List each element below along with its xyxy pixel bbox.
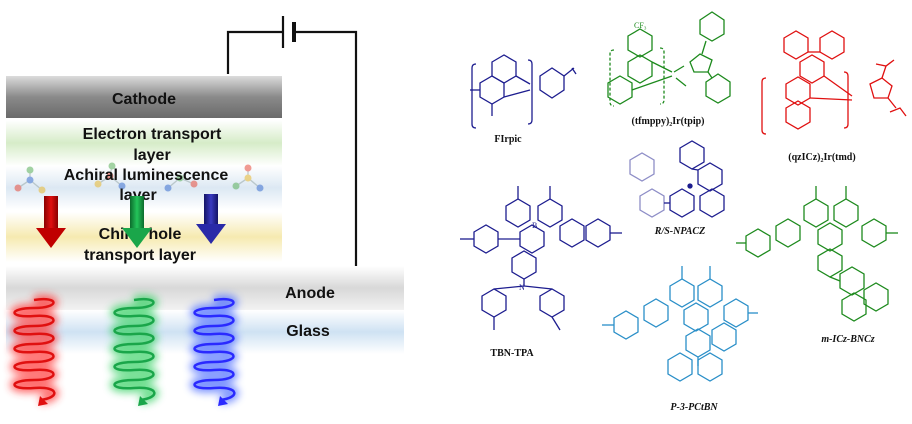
cathode-layer <box>6 76 282 118</box>
blue-helix-icon <box>190 294 239 406</box>
luminescence-label-2: layer <box>119 187 156 204</box>
tbn-tpa-n-label: N <box>519 283 525 292</box>
firpic-caption: FIrpic <box>494 134 522 145</box>
electron-transport-label-2: layer <box>133 147 170 164</box>
red-emission-arrow <box>36 196 66 248</box>
luminescence-label-1: Achiral luminescence <box>64 167 229 184</box>
hole-transport-label-2: transport layer <box>84 247 196 264</box>
cathode-label: Cathode <box>112 91 176 108</box>
molecule-dots-decoration <box>14 162 264 194</box>
qzicz-ir-caption: (qzICz)₂Ir(tmd) <box>788 152 855 163</box>
p-pcibn-caption: P-3-PCtBN <box>670 402 718 413</box>
blue-emission-arrow <box>196 194 226 244</box>
p-pcibn-structure <box>602 266 758 382</box>
tbn-tpa-caption: TBN-TPA <box>490 348 534 359</box>
tbn-tpa-b-label: B <box>532 221 537 230</box>
tfmppy-cf3-label: CF₃ <box>634 21 647 30</box>
red-helix-icon <box>10 294 59 406</box>
tfmppy-ir-caption: (tfmppy)₂Ir(tpip) <box>632 116 705 127</box>
green-helix-icon <box>110 294 159 406</box>
firpic-structure <box>470 54 577 129</box>
micz-bncz-caption: m-ICz-BNCz <box>821 334 874 345</box>
circuit-wire <box>226 30 358 272</box>
rs-npacz-caption: R/S-NPACZ <box>654 226 705 237</box>
glass-label: Glass <box>286 323 330 340</box>
electron-transport-layer <box>6 120 282 166</box>
anode-label: Anode <box>285 285 335 302</box>
qzicz-ir-structure <box>761 30 907 135</box>
micz-bncz-structure <box>736 186 898 322</box>
tbn-tpa-structure <box>460 186 622 331</box>
rs-npacz-structure <box>629 140 725 218</box>
battery-icon <box>281 16 296 48</box>
tfmppy-ir-structure <box>607 11 731 107</box>
anode-layer <box>6 266 404 310</box>
electron-transport-label-1: Electron transport <box>83 126 222 143</box>
green-emission-arrow <box>122 196 152 248</box>
